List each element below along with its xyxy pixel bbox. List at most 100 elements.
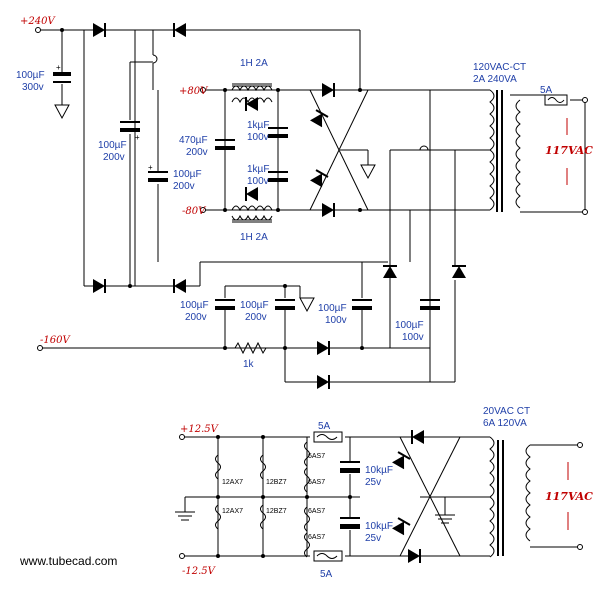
heater-12ax7-lower: 12AX7 [222,508,243,515]
diode-d2 [173,23,186,37]
c10-voltage: 100v [402,332,424,343]
c9-value: 100µF [318,303,347,314]
diode-d9 [309,109,330,128]
heater-6as7-lower-b: 6AS7 [308,534,325,541]
c1-voltage: 300v [22,82,44,93]
transformer-bottom [489,436,531,558]
ground-symbols-top [54,104,376,313]
c11-value: 10kµF [365,465,393,476]
heater-6as7-upper-a: 6AS7 [308,453,325,460]
diode-d14 [317,375,330,389]
c12-value: 10kµF [365,521,393,532]
diode-d4 [173,279,186,293]
capacitor-c5 [268,127,288,138]
capacitor-c2: + [120,121,140,142]
resistor-1k [234,341,267,355]
c4-value: 470µF [179,135,208,146]
capacitor-c9 [352,299,372,310]
diode-d17 [391,451,412,470]
resistor-label: 1k [243,359,255,370]
rail-label-plus80: +80V [179,86,209,97]
rail-label-minus160: -160V [40,335,71,346]
diode-d11 [383,265,397,278]
diode-d15 [411,430,424,444]
diode-d7 [322,83,335,97]
heater-12ax7-upper: 12AX7 [222,479,243,486]
transformer-bottom-rating-2: 6A 120VA [483,418,527,429]
c8-value: 100µF [240,300,269,311]
rail-label-plus240: +240V [20,16,56,27]
svg-text:+: + [56,63,61,72]
diode-d12 [452,265,466,278]
transformer-top [489,89,521,212]
capacitor-c3: + [148,163,168,182]
fuse-top [544,94,568,106]
choke-bottom [231,205,273,223]
c8-voltage: 200v [245,312,267,323]
c7-value: 100µF [180,300,209,311]
heater-12bz7-upper: 12BZ7 [266,479,287,486]
capacitors-top: + + + [53,63,440,310]
top-supply-wiring [38,29,586,383]
rail-label-plus12-5: +12.5V [180,424,220,435]
c10-value: 100µF [395,320,424,331]
diode-d16 [408,549,421,563]
c5-voltage: 100v [247,132,269,143]
capacitor-c8 [275,299,295,310]
diode-d5 [245,97,258,111]
svg-text:+: + [135,133,140,142]
mains-top-label: 117VAC [545,144,593,157]
c9-voltage: 100v [325,315,347,326]
fuses-bottom [313,431,343,562]
capacitor-c6 [268,171,288,182]
diode-d8 [322,203,335,217]
c7-voltage: 200v [185,312,207,323]
c2-value: 100µF [98,140,127,151]
c6-voltage: 100v [247,176,269,187]
capacitor-c4 [215,139,235,150]
c11-voltage: 25v [365,477,381,488]
site-url: www.tubecad.com [19,554,117,568]
fuse-minus-label: 5A [320,569,333,580]
top-junctions [35,27,588,351]
heater-12bz7-lower: 12BZ7 [266,508,287,515]
capacitor-c1: + [53,63,71,83]
heater-6as7-lower-a: 6AS7 [308,508,325,515]
c4-voltage: 200v [186,147,208,158]
c3-voltage: 200v [173,181,195,192]
transformer-bottom-rating-1: 20VAC CT [483,406,530,417]
c12-voltage: 25v [365,533,381,544]
choke-bottom-label: 1H 2A [240,232,268,243]
choke-top-label: 1H 2A [240,58,268,69]
transformer-top-rating-2: 2A 240VA [473,74,517,85]
heater-6as7-upper-b: 6AS7 [308,479,325,486]
c3-value: 100µF [173,169,202,180]
rail-label-minus80: -80V [182,206,207,217]
diode-d18 [391,517,412,536]
transformer-top-rating-1: 120VAC-CT [473,62,526,73]
ground-symbols-bottom [175,511,455,524]
bottom-supply-wiring [184,436,580,557]
svg-text:+: + [148,163,153,172]
heater-strings [215,441,310,558]
capacitors-bottom [340,461,360,529]
diode-d3 [93,279,106,293]
rectifier-diodes-bottom [391,430,424,563]
fuse-plus-label: 5A [318,421,331,432]
choke-top [231,83,273,104]
capacitor-c10 [420,299,440,310]
fuse-top-label: 5A [540,85,553,96]
c6-value: 1kµF [247,164,269,175]
c1-value: 100µF [16,70,45,81]
mains-bottom-label: 117VAC [545,490,593,503]
bottom-junctions [179,434,583,559]
capacitor-c7 [215,299,235,310]
diode-d13 [317,341,330,355]
diode-d6 [245,187,258,201]
diode-d1 [93,23,106,37]
c2-voltage: 200v [103,152,125,163]
c5-value: 1kµF [247,120,269,131]
rail-label-minus12-5: -12.5V [182,566,217,577]
